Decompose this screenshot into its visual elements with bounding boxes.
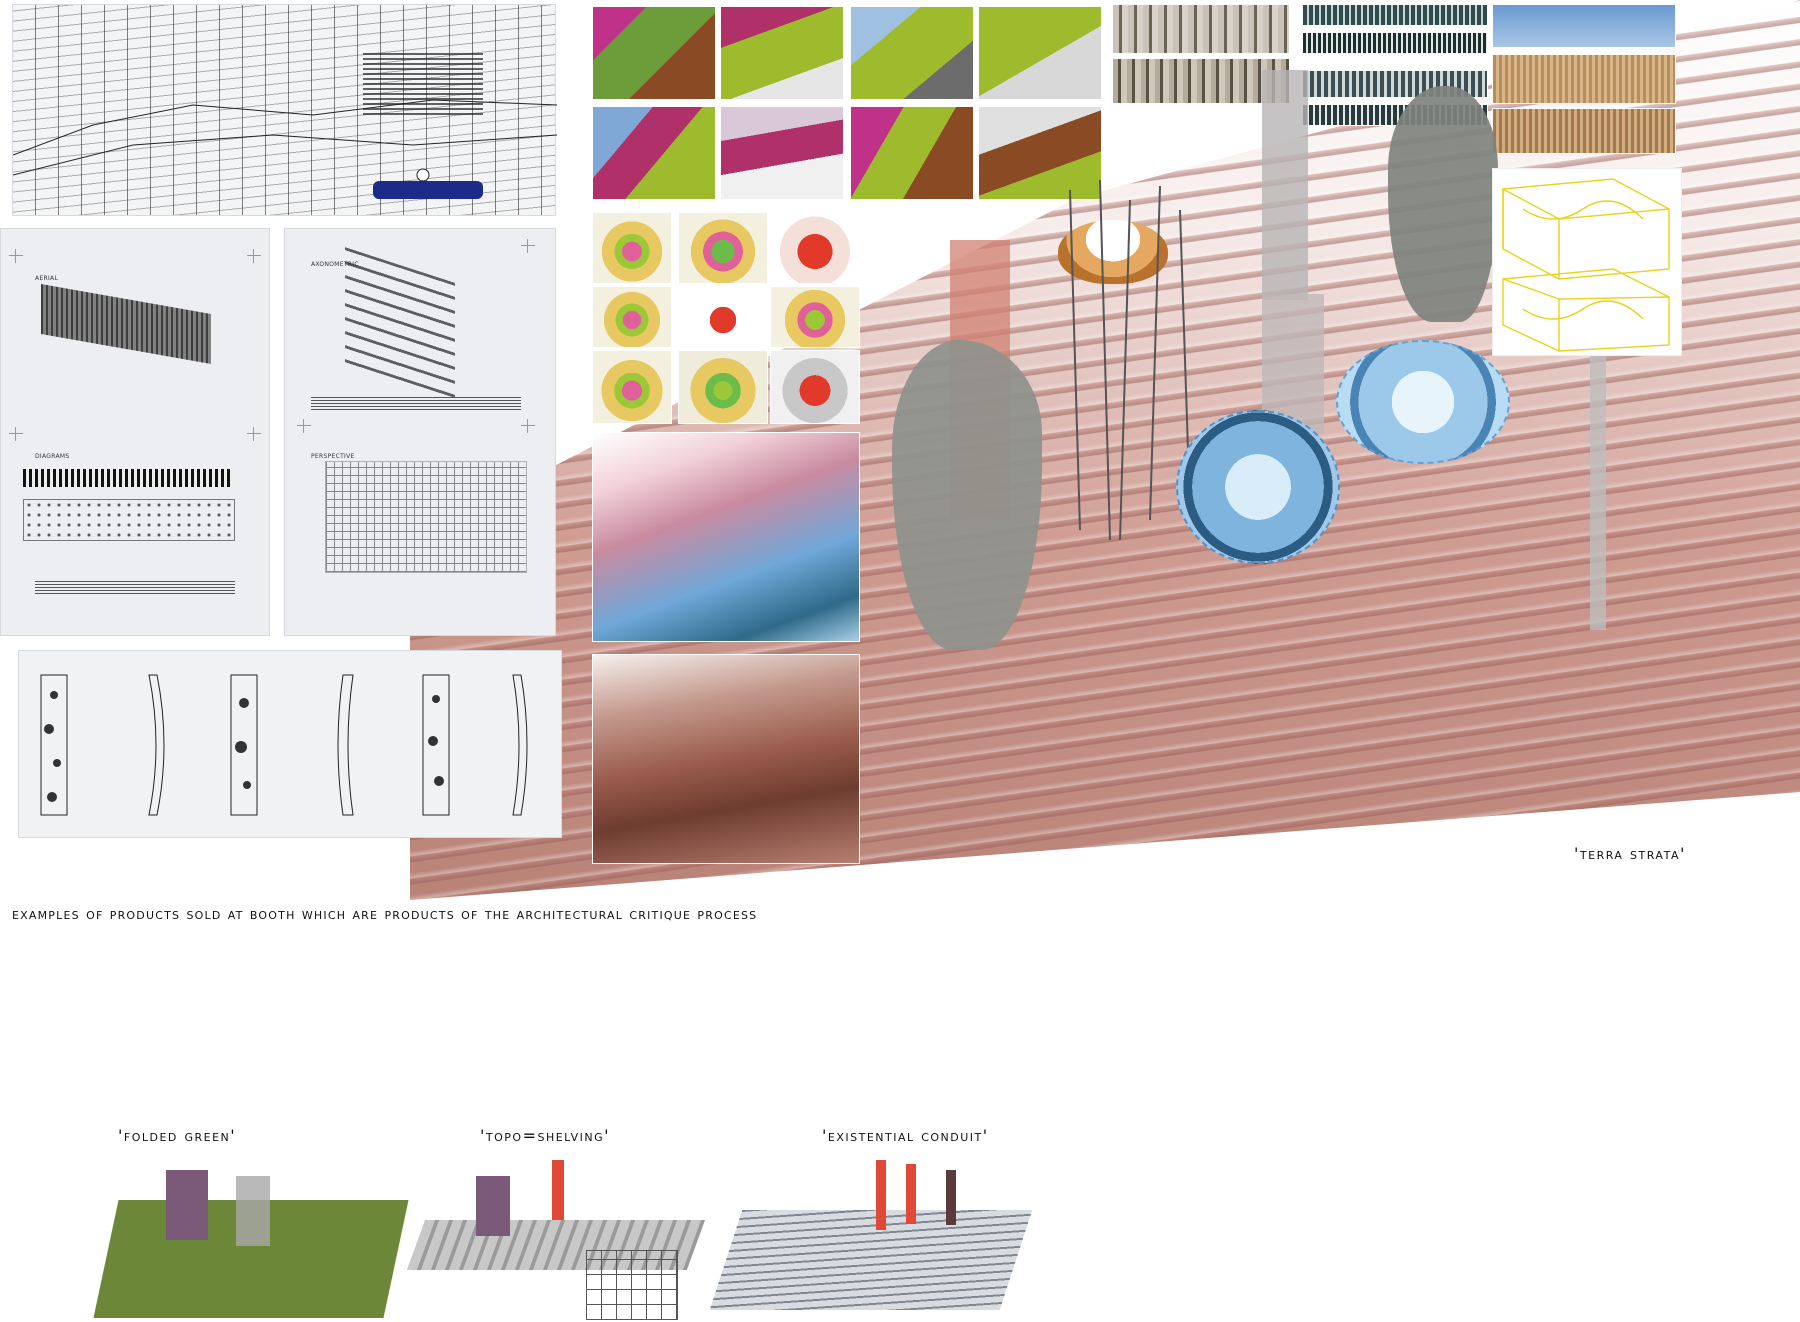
interior-render-5 xyxy=(592,106,716,200)
yellow-wireframe-boxes xyxy=(1492,168,1682,356)
birch-photo-1 xyxy=(1112,4,1290,54)
birch-photo-4 xyxy=(1302,32,1488,54)
landscape-text-block xyxy=(363,53,483,115)
drawing-sheet-left: AERIAL DIAGRAMS xyxy=(0,228,270,636)
grey-block xyxy=(236,1176,270,1246)
model-label-existential-conduit: 'existential conduit' xyxy=(822,1126,989,1145)
abstract-color-render xyxy=(592,432,860,642)
purple-block xyxy=(166,1170,208,1240)
aerial-drawing xyxy=(41,284,211,364)
sheet-right-text xyxy=(311,397,521,411)
crosshair-mark xyxy=(247,427,261,441)
perspective-drawing xyxy=(325,461,527,573)
crosshair-mark xyxy=(9,249,23,263)
heading-diagrams: DIAGRAMS xyxy=(35,453,70,460)
conduit-surface xyxy=(709,1210,1033,1310)
wireframe-landscape-panel xyxy=(12,4,557,216)
interior-render-6 xyxy=(720,106,844,200)
cookie-render-6 xyxy=(770,286,860,348)
tart-sculpture xyxy=(1058,220,1168,284)
component-shapes-drawing xyxy=(40,674,528,816)
crosshair-mark xyxy=(297,419,311,433)
cookie-render-9 xyxy=(770,350,860,424)
reed-photo-1 xyxy=(1492,54,1676,104)
drawing-sheet-right: AXONOMETRIC PERSPECTIVE xyxy=(284,228,556,636)
heading-axonometric: AXONOMETRIC xyxy=(311,261,359,268)
cookie-render-3 xyxy=(770,212,860,284)
column-block-2 xyxy=(1262,70,1308,300)
red-post xyxy=(552,1160,564,1220)
interior-render-1 xyxy=(592,6,716,100)
red-post xyxy=(906,1164,916,1224)
interior-render-4 xyxy=(978,6,1102,100)
model-label-folded-green: 'folded green' xyxy=(118,1126,237,1145)
yellow-wireframe-drawing xyxy=(1502,178,1670,352)
abstract-brown-render xyxy=(592,654,860,864)
cookie-render-1 xyxy=(592,212,672,284)
model-existential-conduit xyxy=(709,1160,1033,1318)
sky-photo xyxy=(1492,4,1676,48)
cookie-render-4 xyxy=(592,286,672,348)
interior-render-7 xyxy=(850,106,974,200)
interior-render-2 xyxy=(720,6,844,100)
purple-block xyxy=(476,1176,510,1236)
cookie-render-8 xyxy=(678,350,768,424)
cookie-render-7 xyxy=(592,350,672,424)
cookie-render-5 xyxy=(678,286,768,348)
heading-perspective: PERSPECTIVE xyxy=(311,453,355,460)
axonometric-drawing xyxy=(345,247,455,403)
grid-shelving xyxy=(586,1250,678,1320)
interior-render-3 xyxy=(850,6,974,100)
crosshair-mark xyxy=(247,249,261,263)
diagram-strip-top xyxy=(23,469,233,487)
model-label-topo-shelving: 'topo=shelving' xyxy=(480,1126,611,1145)
crosshair-mark xyxy=(521,239,535,253)
grey-head-sculpture-large xyxy=(892,340,1042,650)
collage-title: 'terra strata' xyxy=(1574,844,1686,863)
reed-photo-2 xyxy=(1492,108,1676,154)
cookie-render-2 xyxy=(678,212,768,284)
model-folded-green xyxy=(93,1160,409,1318)
heading-aerial: AERIAL xyxy=(35,275,59,282)
interior-render-8 xyxy=(978,106,1102,200)
diagram-strip-bottom xyxy=(23,499,235,541)
model-topo-shelving xyxy=(406,1160,706,1320)
birch-photo-3 xyxy=(1302,4,1488,26)
boat-shape xyxy=(373,181,483,199)
column-block-4 xyxy=(1590,330,1606,630)
crosshair-mark xyxy=(9,427,23,441)
grey-head-sculpture-small xyxy=(1388,86,1498,322)
page-caption: examples of products sold at Booth which… xyxy=(12,904,758,923)
crosshair-mark xyxy=(521,419,535,433)
dark-post xyxy=(946,1170,956,1225)
component-shapes-panel xyxy=(18,650,562,838)
red-post xyxy=(876,1160,886,1230)
blue-bowl-front xyxy=(1176,410,1340,564)
sheet-left-text xyxy=(35,581,235,595)
blue-bowl-back xyxy=(1336,340,1510,464)
